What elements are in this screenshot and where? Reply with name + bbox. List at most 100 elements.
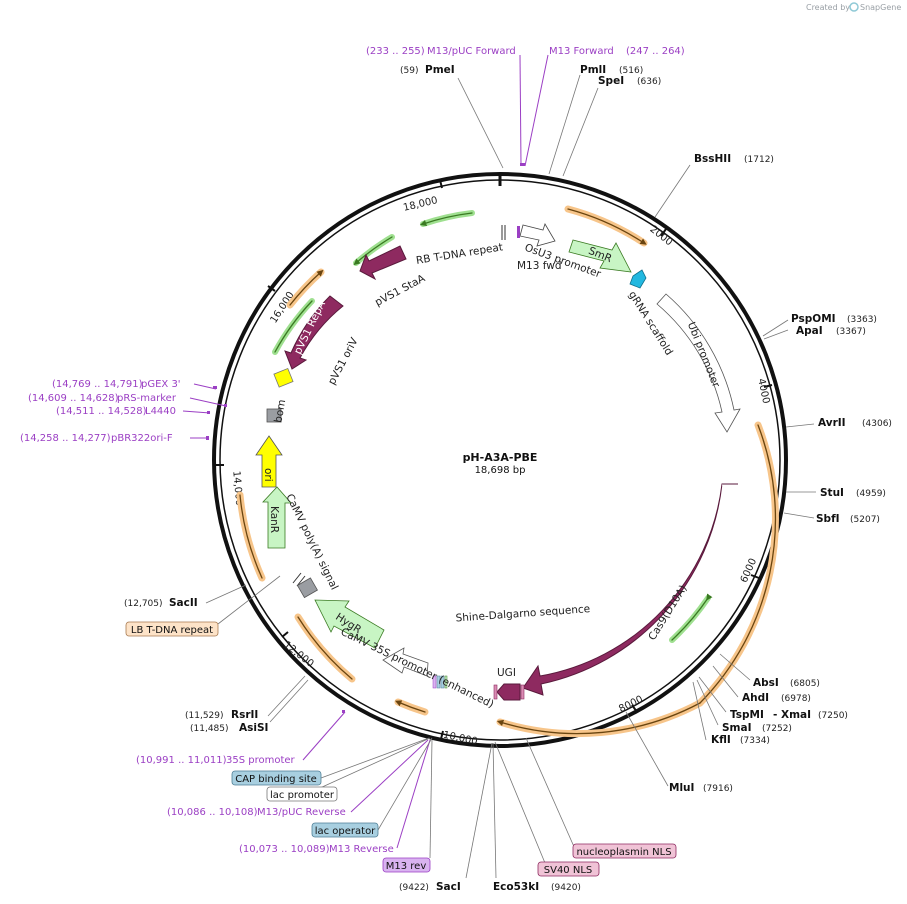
camv-polya-label: CaMV poly(A) signal bbox=[283, 492, 340, 592]
pvs1-staa-arrow[interactable] bbox=[359, 245, 407, 281]
snapgene-logo-icon bbox=[849, 2, 859, 12]
site-kfli[interactable]: KflI (7334) bbox=[711, 734, 770, 746]
site-saci[interactable]: (9422) SacI bbox=[399, 881, 461, 893]
site-pmei[interactable]: (59) PmeI bbox=[400, 64, 455, 76]
sv40-nls-block bbox=[520, 684, 525, 700]
site-spei[interactable]: SpeI (636) bbox=[598, 75, 661, 87]
svg-text:(4306): (4306) bbox=[862, 419, 892, 429]
site-tspmi-xmai[interactable]: TspMI - XmaI (7250) bbox=[730, 709, 848, 721]
ugi-arrow[interactable] bbox=[496, 683, 521, 701]
primer-l4440[interactable]: (14,511 .. 14,528) L4440 bbox=[56, 406, 176, 417]
ubi-promoter-arrow[interactable] bbox=[656, 293, 741, 433]
tick-4000: 4000 bbox=[755, 378, 773, 405]
site-pspomi[interactable]: PspOMI (3363) bbox=[791, 313, 877, 325]
svg-text:(10,073 .. 10,089): (10,073 .. 10,089) bbox=[239, 844, 330, 855]
svg-text:SbfI: SbfI bbox=[816, 513, 840, 525]
svg-text:M13 rev: M13 rev bbox=[386, 861, 427, 872]
hygr-arrow[interactable] bbox=[314, 599, 385, 649]
camv-polya-block bbox=[296, 577, 318, 599]
svg-text:PmlI: PmlI bbox=[580, 64, 606, 76]
primer-leaders bbox=[182, 54, 549, 849]
svg-text:lac operator: lac operator bbox=[315, 826, 376, 837]
green-arcs bbox=[272, 210, 713, 643]
site-smai[interactable]: SmaI (7252) bbox=[722, 722, 792, 734]
svg-text:KflI: KflI bbox=[711, 734, 731, 746]
m13fwd-label: M13 fwd bbox=[517, 260, 562, 272]
svg-text:(3363): (3363) bbox=[847, 315, 877, 325]
svg-text:(7252): (7252) bbox=[762, 724, 792, 734]
badge-lac-promoter[interactable]: lac promoter bbox=[266, 786, 338, 802]
primer-m13-reverse[interactable]: (10,073 .. 10,089) M13 Reverse bbox=[239, 844, 394, 855]
svg-text:AbsI: AbsI bbox=[753, 677, 779, 689]
pvs1-oriv-label: pVS1 oriV bbox=[326, 335, 361, 387]
svg-text:(6805): (6805) bbox=[790, 679, 820, 689]
m13-fwd-mark bbox=[517, 226, 520, 238]
site-absi[interactable]: AbsI (6805) bbox=[753, 677, 820, 689]
primer-m13-puc-reverse[interactable]: (10,086 .. 10,108) M13/pUC Reverse bbox=[167, 807, 346, 818]
site-avrii[interactable]: AvrII (4306) bbox=[818, 417, 892, 429]
smr-label: SmR bbox=[587, 245, 614, 265]
credit-brand: SnapGene bbox=[860, 3, 901, 12]
site-asisi[interactable]: (11,485) AsiSI bbox=[190, 722, 268, 734]
primer-pgex3[interactable]: (14,769 .. 14,791) pGEX 3' bbox=[52, 379, 181, 390]
svg-text:TspMI: TspMI bbox=[730, 709, 764, 721]
svg-text:(14,258 .. 14,277): (14,258 .. 14,277) bbox=[20, 433, 111, 444]
site-apai[interactable]: ApaI (3367) bbox=[796, 325, 866, 337]
svg-text:(7334): (7334) bbox=[740, 736, 770, 746]
kanr-label: KanR bbox=[268, 506, 280, 533]
kanr-arrow[interactable] bbox=[262, 486, 292, 549]
badge-lb-tdna-repeat[interactable]: LB T-DNA repeat bbox=[125, 621, 219, 637]
grna-scaffold-block[interactable] bbox=[629, 269, 647, 289]
cas9-arrow[interactable] bbox=[522, 483, 738, 696]
svg-text:M13 Reverse: M13 Reverse bbox=[329, 844, 394, 855]
primer-prs-marker[interactable]: (14,609 .. 14,628) pRS-marker bbox=[28, 393, 177, 404]
site-rsrii[interactable]: (11,529) RsrII bbox=[185, 709, 258, 721]
site-sacii[interactable]: (12,705) SacII bbox=[124, 597, 198, 609]
badge-nucleoplasmin-nls[interactable]: nucleoplasmin NLS bbox=[572, 843, 677, 859]
svg-text:pBR322ori-F: pBR322ori-F bbox=[111, 433, 173, 444]
pvs1-repa-arrow[interactable] bbox=[284, 295, 344, 370]
svg-text:(12,705): (12,705) bbox=[124, 599, 163, 609]
badge-lac-operator[interactable]: lac operator bbox=[311, 822, 379, 838]
site-eco53ki[interactable]: Eco53kI (9420) bbox=[493, 881, 581, 893]
svg-text:(11,485): (11,485) bbox=[190, 724, 229, 734]
badge-sv40-nls[interactable]: SV40 NLS bbox=[537, 861, 600, 877]
svg-text:(5207): (5207) bbox=[850, 515, 880, 525]
site-pmli[interactable]: PmlI (516) bbox=[580, 64, 643, 76]
svg-text:nucleoplasmin NLS: nucleoplasmin NLS bbox=[576, 847, 671, 858]
smr-arrow[interactable] bbox=[568, 239, 632, 273]
bom-label: bom bbox=[272, 399, 288, 424]
svg-text:2000: 2000 bbox=[647, 224, 674, 248]
svg-text:(14,769 .. 14,791): (14,769 .. 14,791) bbox=[52, 379, 143, 390]
camv-35s-arrow[interactable] bbox=[382, 647, 429, 677]
svg-text:CAP binding site: CAP binding site bbox=[235, 774, 317, 785]
shine-label: Shine-Dalgarno sequence bbox=[455, 603, 590, 624]
cas9-label: Cas9(D10A) bbox=[646, 583, 689, 643]
site-bsshii[interactable]: BssHII (1712) bbox=[694, 153, 774, 165]
badge-m13-rev[interactable]: M13 rev bbox=[382, 857, 431, 873]
pvs1-staa-label: pVS1 StaA bbox=[373, 272, 428, 309]
svg-text:pRS-marker: pRS-marker bbox=[117, 393, 177, 404]
primer-35s-promoter[interactable]: (10,991 .. 11,011) 35S promoter bbox=[136, 755, 296, 766]
camv-35s-label: CaMV 35S promoter (enhanced) bbox=[339, 626, 496, 711]
site-sbfi[interactable]: SbfI (5207) bbox=[816, 513, 880, 525]
ori-arrow[interactable] bbox=[255, 435, 283, 488]
site-ahdi[interactable]: AhdI (6978) bbox=[742, 692, 811, 704]
svg-text:SmaI: SmaI bbox=[722, 722, 752, 734]
pvs1-oriv-block bbox=[273, 367, 294, 388]
ori-label: ori bbox=[262, 468, 274, 482]
svg-text:MluI: MluI bbox=[669, 782, 694, 794]
site-stui[interactable]: StuI (4959) bbox=[820, 487, 886, 499]
svg-text:ApaI: ApaI bbox=[796, 325, 823, 337]
osu3-promoter-arrow[interactable] bbox=[519, 223, 556, 247]
tick-8000: 8000 bbox=[617, 694, 645, 715]
primer-m13-forward[interactable]: M13 Forward (247 .. 264) bbox=[549, 46, 685, 57]
svg-text:M13/pUC Reverse: M13/pUC Reverse bbox=[257, 807, 346, 818]
badge-cap-binding-site[interactable]: CAP binding site bbox=[231, 770, 322, 786]
site-mlui[interactable]: MluI (7916) bbox=[669, 782, 733, 794]
primer-pbr322ori-f[interactable]: (14,258 .. 14,277) pBR322ori-F bbox=[20, 433, 173, 444]
primer-m13-puc-forward[interactable]: (233 .. 255) M13/pUC Forward bbox=[366, 46, 516, 57]
site-leaders bbox=[205, 74, 816, 879]
svg-text:(233 .. 255): (233 .. 255) bbox=[366, 46, 425, 57]
nucleoplasmin-nls-block bbox=[493, 684, 498, 700]
